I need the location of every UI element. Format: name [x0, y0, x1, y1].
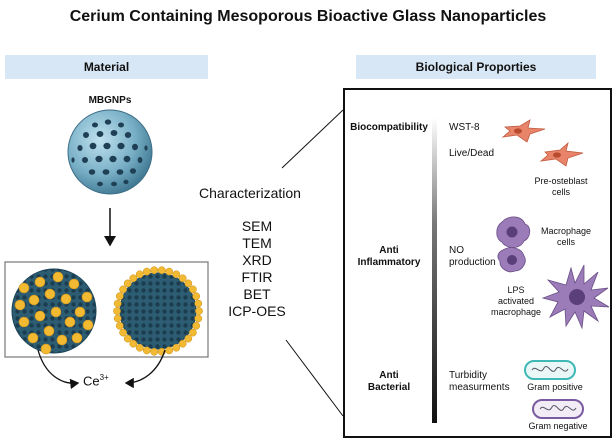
ceria-surface-dot	[165, 267, 174, 276]
technique-item: TEM	[242, 235, 272, 251]
ceria-surface-dot	[119, 328, 127, 337]
lps-activated-macrophage-icon	[541, 264, 610, 330]
technique-item: FTIR	[241, 269, 273, 285]
gram-negative-bacterium-icon	[532, 399, 584, 419]
ceria-loaded-particle-icon	[11, 268, 97, 355]
ceria-surface-dot	[115, 321, 124, 330]
no-production-label: NO production	[449, 245, 496, 268]
ceria-surface-dot	[113, 314, 122, 323]
release-arrow-right-icon	[124, 349, 166, 389]
anti-bacterial-label: Anti Bacterial	[367, 370, 411, 393]
mbgnp-sphere-icon	[67, 109, 153, 195]
ceria-surface-dot	[129, 339, 138, 348]
ceria-surface-dot	[123, 279, 132, 288]
wst8-assay-label: WST-8	[449, 122, 480, 133]
ceria-surface-dot	[178, 274, 187, 283]
material-header: Material	[5, 55, 208, 79]
ceria-surface-dot	[189, 285, 197, 294]
ceria-surface-dot	[192, 292, 201, 301]
live-dead-assay-label: Live/Dead	[449, 148, 495, 159]
ceria-surface-dot	[150, 266, 159, 275]
gram-negative-label: Gram negative	[528, 421, 588, 431]
gram-positive-label: Gram positive	[527, 382, 583, 392]
ceria-surface-dot	[189, 328, 197, 337]
ceria-surface-dot	[157, 266, 166, 275]
ceria-surface-dot	[192, 321, 201, 330]
pre-osteoblast-cell-icon	[501, 119, 584, 167]
ceria-surface-dot	[194, 299, 203, 308]
macrophage-cell-icon	[496, 216, 531, 273]
ceria-surface-dot	[178, 339, 187, 348]
pre-osteoblast-label: Pre-osteblast cells	[534, 176, 588, 197]
turbidity-label: Turbidity measurments	[449, 370, 510, 393]
ceria-surface-dot	[150, 347, 159, 356]
connector-top	[281, 109, 344, 169]
biological-properties-panel	[343, 88, 612, 438]
ceria-surface-dot	[115, 292, 124, 301]
ceria-surface-dot	[194, 314, 203, 323]
ceria-surface-dot	[123, 334, 132, 343]
ceria-surface-dot	[119, 285, 127, 294]
release-arrow-left-icon	[37, 349, 80, 390]
technique-item: SEM	[241, 218, 273, 234]
technique-item: BET	[243, 286, 271, 302]
ceria-surface-dot	[113, 299, 122, 308]
connector-bottom	[285, 339, 344, 417]
ceria-surface-dot	[135, 270, 144, 279]
biological-properties-header: Biological Proporties	[356, 55, 596, 79]
ceria-surface-dot	[172, 270, 181, 279]
biocompatibility-label: Biocompatibility	[350, 122, 428, 133]
ceria-surface-dot	[172, 343, 181, 352]
ceria-surface-dot	[135, 343, 144, 352]
mbgnps-label: MBGNPs	[88, 95, 132, 106]
ceria-surface-dot	[165, 346, 174, 355]
ceria-coated-particle-icon	[113, 266, 203, 356]
gradient-scale-bar	[432, 118, 437, 423]
technique-item: XRD	[242, 252, 272, 268]
ceria-surface-dot	[142, 346, 151, 355]
ceria-surface-dot	[129, 274, 138, 283]
figure-title: Cerium Containing Mesoporous Bioactive G…	[69, 8, 547, 25]
gram-positive-bacterium-icon	[524, 360, 576, 380]
ceria-surface-dot	[113, 307, 121, 315]
technique-item: ICP-OES	[228, 303, 286, 319]
ceria-surface-dot	[184, 334, 193, 343]
techniques-list: SEM TEM XRD FTIR BET ICP-OES	[222, 218, 292, 320]
cerium-ion-label: Ce3+	[83, 373, 109, 389]
anti-inflammatory-label: Anti Inflammatory	[357, 245, 421, 268]
ceria-surface-dot	[184, 279, 193, 288]
characterization-label: Characterization	[199, 185, 301, 201]
macrophage-label: Macrophage cells	[540, 226, 592, 247]
lps-macrophage-label: LPS activated macrophage	[490, 285, 542, 317]
ceria-surface-dot	[142, 267, 151, 276]
ceria-surface-dot	[195, 307, 203, 315]
